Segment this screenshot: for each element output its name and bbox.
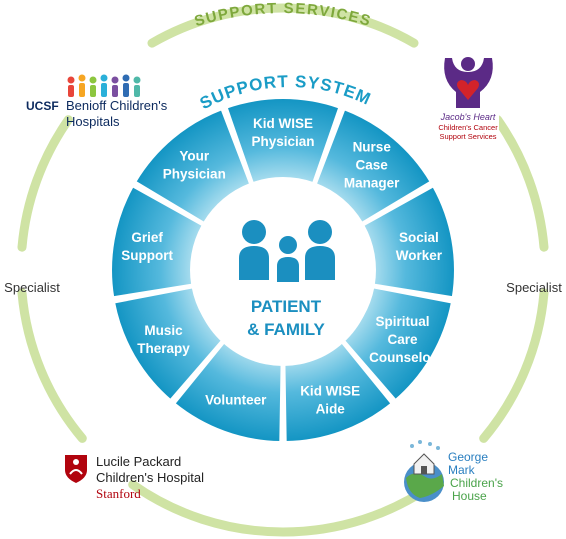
jacob-figure-icon (444, 58, 493, 108)
support-services-title: SUPPORT SERVICES (192, 0, 373, 30)
jacobs-heart-sub2: Support Services (439, 132, 496, 141)
wheel-segment (134, 108, 252, 225)
jacobs-heart-sub1: Children's Cancer (438, 123, 498, 132)
heart-icon (457, 80, 479, 100)
lucile-packard-emblem-icon (65, 455, 87, 483)
outer-ring-arc (479, 288, 549, 443)
wheel-segment-label: Spiritual (375, 314, 429, 329)
lucile-packard-line2: Children's Hospital (96, 470, 204, 485)
globe-house-icon (404, 440, 444, 502)
outer-ring-arc (147, 3, 419, 48)
wheel-segment-label: Kid WISE (253, 116, 313, 131)
wheel-segment-label: Support (121, 248, 173, 263)
wheel-segment (225, 97, 341, 185)
outer-ring-arc (128, 480, 438, 537)
wheel-segment (314, 108, 432, 225)
outer-ring-arc (17, 288, 87, 443)
specialist-right-label: Specialist (506, 280, 562, 295)
wheel-segment-label: Manager (344, 175, 400, 190)
wheel-segment (362, 185, 456, 299)
george-mark-line1: George (448, 450, 488, 464)
outer-ring (17, 3, 549, 537)
wheel-segment-label: Music (144, 323, 183, 338)
specialist-left-label: Specialist (4, 280, 60, 295)
jacobs-heart-logo: Jacob's Heart Children's Cancer Support … (437, 57, 499, 141)
wheel-segment-label: Physician (163, 166, 226, 181)
wheel-segment-label: Worker (396, 248, 443, 263)
ucsf-benioff-logo: UCSF Benioff Children's Hospitals (26, 74, 168, 129)
wheel-segment-label: Kid WISE (300, 384, 360, 399)
wheel-segment-label: Counselor (369, 350, 437, 365)
george-mark-line3: Children's (450, 476, 503, 490)
ucsf-name-line1: Benioff Children's (66, 98, 168, 113)
outer-ring-arc (17, 115, 73, 252)
wheel-segment-label: Therapy (137, 341, 190, 356)
wheel-segment-label: Care (387, 332, 418, 347)
wheel-segment-label: Aide (316, 402, 346, 417)
wheel-segment-label: Grief (131, 230, 163, 245)
center-label-line2: & FAMILY (247, 320, 325, 339)
george-mark-line4: House (452, 489, 487, 503)
wheel-segment-label: Volunteer (205, 393, 267, 408)
center-label-line1: PATIENT (251, 297, 322, 316)
george-mark-logo: George Mark Children's House (404, 440, 503, 503)
lucile-packard-line1: Lucile Packard (96, 454, 181, 469)
jacobs-heart-name: Jacob's Heart (440, 112, 496, 122)
wheel-segment-label: Case (356, 157, 389, 172)
ucsf-name-line2: Hospitals (66, 114, 120, 129)
ucsf-wordmark: UCSF (26, 99, 59, 113)
lucile-packard-line3: Stanford (96, 486, 141, 501)
lucile-packard-logo: Lucile Packard Children's Hospital Stanf… (65, 454, 204, 501)
family-icon (239, 220, 335, 282)
wheel-segment-label: Nurse (353, 139, 392, 154)
children-figures-icon (67, 74, 141, 97)
george-mark-line2: Mark (448, 463, 476, 477)
outer-ring-arc (493, 115, 549, 252)
wheel-segment-label: Social (399, 230, 439, 245)
wheel-segment-label: Your (179, 148, 209, 163)
wheel-segment (110, 185, 204, 299)
support-system-wheel: Kid WISE Physician NurseCaseManagerSocialW… (110, 97, 456, 444)
wheel-segment-label: Physician (251, 134, 314, 149)
